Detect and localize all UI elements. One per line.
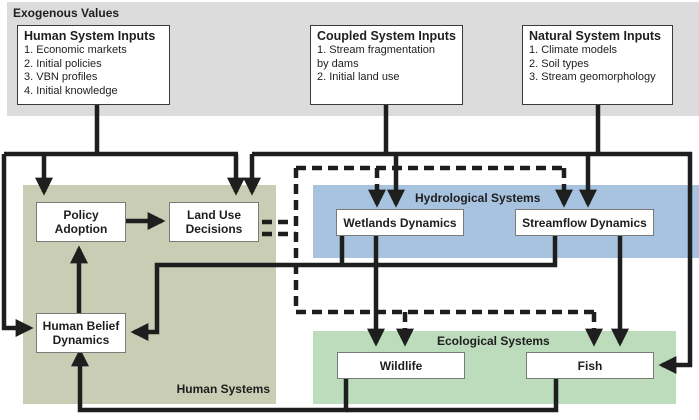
line-fish-feedback — [346, 378, 559, 413]
ecological-systems-title: Ecological Systems — [437, 334, 550, 348]
land-use-label-1: Land Use — [186, 208, 241, 222]
human-system-inputs-title: Human System Inputs — [24, 29, 156, 43]
input-item: 2. Initial policies — [24, 57, 102, 70]
human-systems-title: Human Systems — [176, 382, 270, 396]
line-eco-feedback — [71, 348, 349, 413]
input-item: 2. Initial land use — [317, 71, 400, 83]
hydrological-systems-title: Hydrological Systems — [415, 191, 541, 205]
natural-system-inputs-title: Natural System Inputs — [529, 29, 661, 43]
line-left-edge — [1, 154, 34, 337]
human-belief-label-2: Dynamics — [52, 333, 110, 347]
natural-system-inputs-box: Natural System Inputs 1. Climate models … — [522, 25, 673, 105]
streamflow-dynamics-node: Streamflow Dynamics — [515, 209, 654, 236]
land-use-label-2: Decisions — [185, 222, 243, 236]
coupled-system-inputs-title: Coupled System Inputs — [317, 29, 456, 43]
wildlife-node: Wildlife — [337, 352, 465, 379]
policy-adoption-label-1: Policy — [63, 208, 99, 222]
input-item: 1. Economic markets — [24, 44, 127, 56]
input-item: 3. VBN profiles — [24, 71, 98, 83]
line-top-right-bus — [252, 151, 693, 374]
input-item: 1. Stream fragmentation — [317, 44, 436, 56]
fish-node: Fish — [526, 352, 654, 379]
input-item: 4. Initial knowledge — [24, 84, 118, 97]
input-item: 3. Stream geomorphology — [529, 71, 656, 83]
dashed-loop — [293, 168, 594, 315]
input-item: by dams — [317, 57, 359, 70]
line-hydro-feedback — [134, 236, 558, 332]
human-system-inputs-box: Human System Inputs 1. Economic markets … — [17, 25, 170, 105]
human-belief-label-1: Human Belief — [42, 319, 120, 333]
wetlands-dynamics-node: Wetlands Dynamics — [336, 209, 464, 236]
exogenous-values-title: Exogenous Values — [13, 6, 120, 20]
policy-adoption-label-2: Adoption — [54, 222, 108, 236]
coupled-system-inputs-box: Coupled System Inputs 1. Stream fragment… — [310, 25, 463, 105]
input-item: 1. Climate models — [529, 44, 618, 56]
input-item: 2. Soil types — [529, 57, 589, 70]
